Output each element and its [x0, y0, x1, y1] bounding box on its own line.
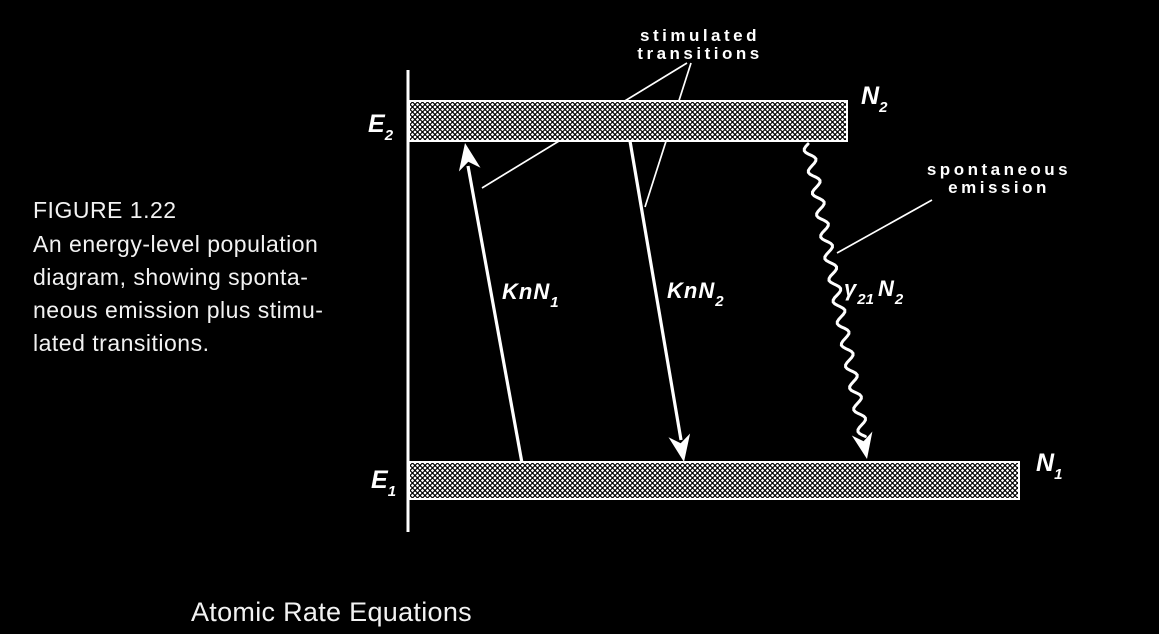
upper-population-label: N2 — [861, 82, 887, 117]
upper-population-subscript: 2 — [879, 99, 888, 116]
upper-energy-level-bar — [408, 100, 848, 142]
upper-energy-symbol: E — [368, 110, 385, 138]
lower-population-label: N1 — [1036, 449, 1062, 484]
figure-caption-line: neous emission plus stimu- — [33, 297, 324, 323]
upward-arrowhead-icon — [458, 143, 481, 172]
downward-rate-subscript: 2 — [715, 293, 724, 310]
upward-rate-subscript: 1 — [550, 294, 559, 311]
spontaneous-emission-wavy-line — [802, 142, 867, 438]
upper-energy-subscript: 2 — [384, 127, 394, 144]
lower-energy-label: E1 — [371, 466, 396, 501]
spontaneous-emission-label-line2: emission — [948, 178, 1050, 197]
lower-population-subscript: 1 — [1054, 466, 1063, 483]
gamma-subscript: 21 — [857, 291, 874, 308]
figure-caption-line: lated transitions. — [33, 330, 210, 356]
figure-caption: FIGURE 1.22 An energy-level population d… — [33, 194, 323, 360]
stimulated-transitions-label-line2: transitions — [637, 44, 763, 63]
upward-arrow-line — [466, 165, 524, 464]
stimulated-transitions-label-line1: stimulated — [639, 26, 761, 45]
spontaneous-rate-n-symbol: N — [877, 276, 895, 301]
figure-caption-title: FIGURE 1.22 — [33, 197, 177, 223]
figure-caption-line: diagram, showing sponta- — [33, 264, 309, 290]
lower-population-symbol: N — [1036, 449, 1055, 477]
upward-rate-symbol: KnN — [502, 279, 551, 304]
gamma-symbol: γ — [844, 276, 858, 301]
downward-arrow-line — [628, 140, 683, 441]
spontaneous-emission-label-line1: spontaneous — [926, 160, 1072, 179]
upward-rate-label: KnN1 — [502, 279, 559, 312]
downward-arrowhead-icon — [668, 433, 691, 462]
lower-energy-level-bar — [408, 461, 1020, 500]
spontaneous-emission-label: spontaneous emission — [927, 161, 1071, 197]
section-heading: Atomic Rate Equations — [191, 597, 472, 627]
downward-rate-symbol: KnN — [667, 278, 716, 303]
wavy-arrowhead-icon — [851, 431, 873, 459]
upper-energy-label: E2 — [368, 110, 393, 145]
spontaneous-rate-n-subscript: 2 — [894, 291, 904, 308]
lower-energy-symbol: E — [371, 466, 388, 494]
lower-energy-subscript: 1 — [387, 483, 397, 500]
upper-population-symbol: N — [861, 82, 880, 110]
downward-rate-label: KnN2 — [667, 278, 724, 311]
spontaneous-pointer — [836, 199, 933, 254]
stimulated-transitions-label: stimulated transitions — [637, 27, 762, 63]
figure-caption-line: An energy-level population — [33, 231, 319, 257]
